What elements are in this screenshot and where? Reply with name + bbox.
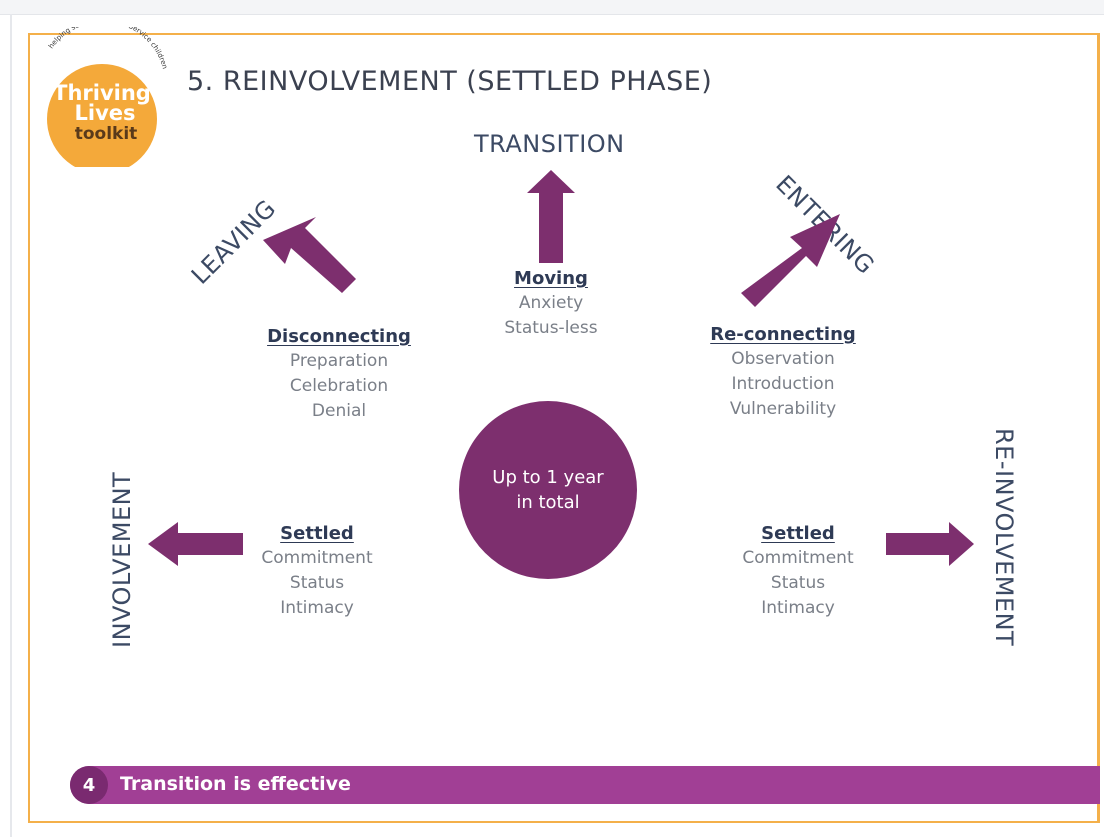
left-rule: [10, 14, 12, 837]
arrow-left-icon: [148, 522, 243, 566]
moving-item: Status-less: [504, 318, 598, 338]
arrow-up-icon: [527, 170, 575, 263]
center-line2: in total: [516, 492, 580, 513]
disconnecting-heading: Disconnecting: [267, 326, 411, 347]
logo-line1: Thriving: [53, 81, 151, 105]
settled-left-item: Status: [289, 573, 345, 593]
label-transition: TRANSITION: [474, 130, 625, 158]
reconnecting-item: Observation: [731, 349, 835, 369]
arrow-up-left-icon: [263, 217, 356, 293]
group-disconnecting: Disconnecting Preparation Celebration De…: [258, 324, 420, 424]
group-settled-right: Settled Commitment Status Intimacy: [733, 521, 863, 621]
arrow-right-icon: [886, 522, 974, 566]
reconnecting-heading: Re-connecting: [710, 324, 856, 345]
settled-right-item: Intimacy: [761, 598, 835, 618]
disconnecting-item: Celebration: [289, 376, 389, 396]
settled-left-item: Intimacy: [280, 598, 354, 618]
settled-left-item: Commitment: [261, 548, 373, 568]
banner-text: Transition is effective: [120, 773, 351, 795]
bottom-banner: [70, 766, 1100, 804]
logo-line2: Lives: [74, 101, 135, 125]
slide-title: 5. REINVOLVEMENT (SETTLED PHASE): [187, 66, 713, 97]
moving-heading: Moving: [514, 268, 588, 289]
group-reconnecting: Re-connecting Observation Introduction V…: [702, 322, 864, 422]
banner-number-badge: 4: [70, 766, 108, 804]
settled-right-item: Status: [770, 573, 826, 593]
thriving-lives-logo: helping schools support Service children…: [47, 27, 169, 167]
center-duration-circle: Up to 1 year in total: [459, 401, 637, 579]
logo-line3: toolkit: [75, 124, 138, 144]
arrow-up-right-icon: [741, 214, 840, 307]
moving-item: Anxiety: [518, 293, 584, 313]
group-moving: Moving Anxiety Status-less: [486, 266, 616, 341]
disconnecting-item: Denial: [311, 401, 367, 421]
settled-right-heading: Settled: [761, 523, 835, 544]
top-strip: [0, 0, 1104, 15]
slide-frame: [28, 33, 1100, 823]
settled-left-heading: Settled: [280, 523, 354, 544]
settled-right-item: Commitment: [742, 548, 854, 568]
reconnecting-item: Vulnerability: [729, 399, 837, 419]
reconnecting-item: Introduction: [731, 374, 835, 394]
disconnecting-item: Preparation: [289, 351, 389, 371]
group-settled-left: Settled Commitment Status Intimacy: [252, 521, 382, 621]
center-line1: Up to 1 year: [492, 467, 604, 488]
